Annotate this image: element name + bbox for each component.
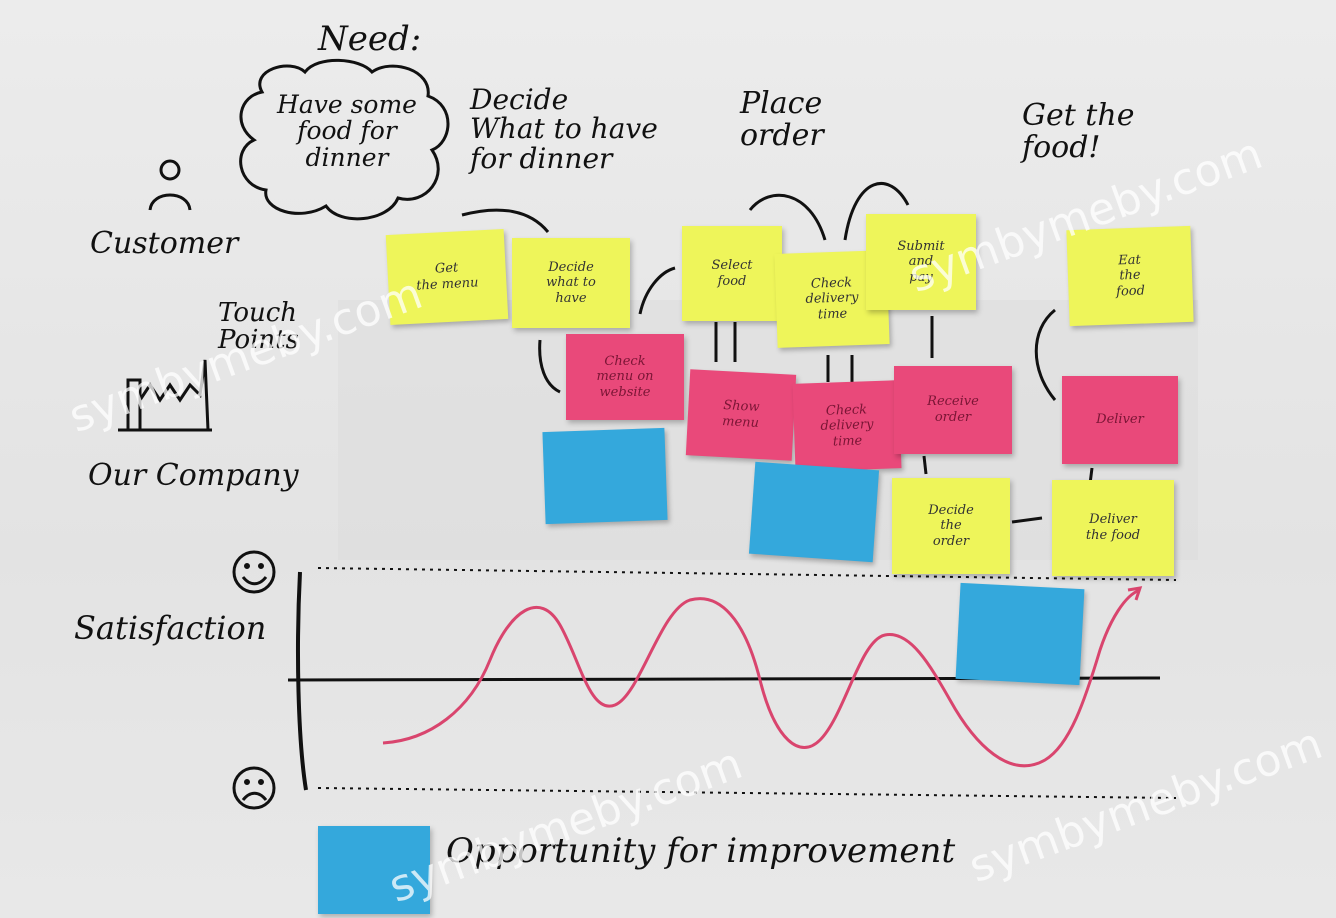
need-cloud-outline — [239, 58, 450, 221]
sticky-blue-opportunity — [955, 582, 1085, 686]
sticky-pink: Receive order — [894, 366, 1012, 454]
place-order-stage-label: Place order — [740, 86, 824, 153]
sticky-pink: Check menu on website — [566, 334, 684, 420]
sticky-yellow: Decide the order — [892, 478, 1010, 574]
sticky-yellow: Decide what to have — [512, 238, 630, 328]
flow-arrows — [461, 182, 1094, 524]
decide-stage-label: Decide What to have for dinner — [470, 83, 658, 175]
company-building-icon — [118, 359, 212, 432]
sticky-blue-opportunity — [542, 427, 668, 525]
satisfaction-curve — [382, 588, 1141, 768]
happy-face-icon — [232, 550, 276, 594]
sticky-blue-opportunity — [748, 461, 880, 563]
lane-label-customer: Customer — [90, 226, 239, 261]
lane-label-touch-points: Touch Points — [218, 298, 299, 356]
sticky-yellow: Select food — [682, 226, 782, 321]
satisfaction-curve-arrowhead — [1127, 586, 1143, 601]
need-label: Need: — [318, 19, 422, 59]
legend-text: Opportunity for improvement — [446, 831, 956, 871]
legend-blue-sticky — [318, 826, 430, 914]
sticky-pink: Show menu — [685, 369, 797, 461]
lane-label-satisfaction: Satisfaction — [74, 609, 267, 647]
customer-person-icon — [148, 159, 192, 211]
lane-label-company: Our Company — [88, 458, 299, 493]
sticky-yellow: Submit and pay — [866, 214, 976, 310]
get-food-stage-label: Get the food! — [1022, 98, 1135, 165]
need-cloud-text: Have some food for dinner — [277, 90, 417, 172]
sad-face-icon — [232, 766, 276, 810]
sticky-yellow: Deliver the food — [1052, 480, 1174, 576]
sticky-pink: Check delivery time — [792, 380, 902, 472]
sticky-pink: Deliver — [1062, 376, 1178, 464]
